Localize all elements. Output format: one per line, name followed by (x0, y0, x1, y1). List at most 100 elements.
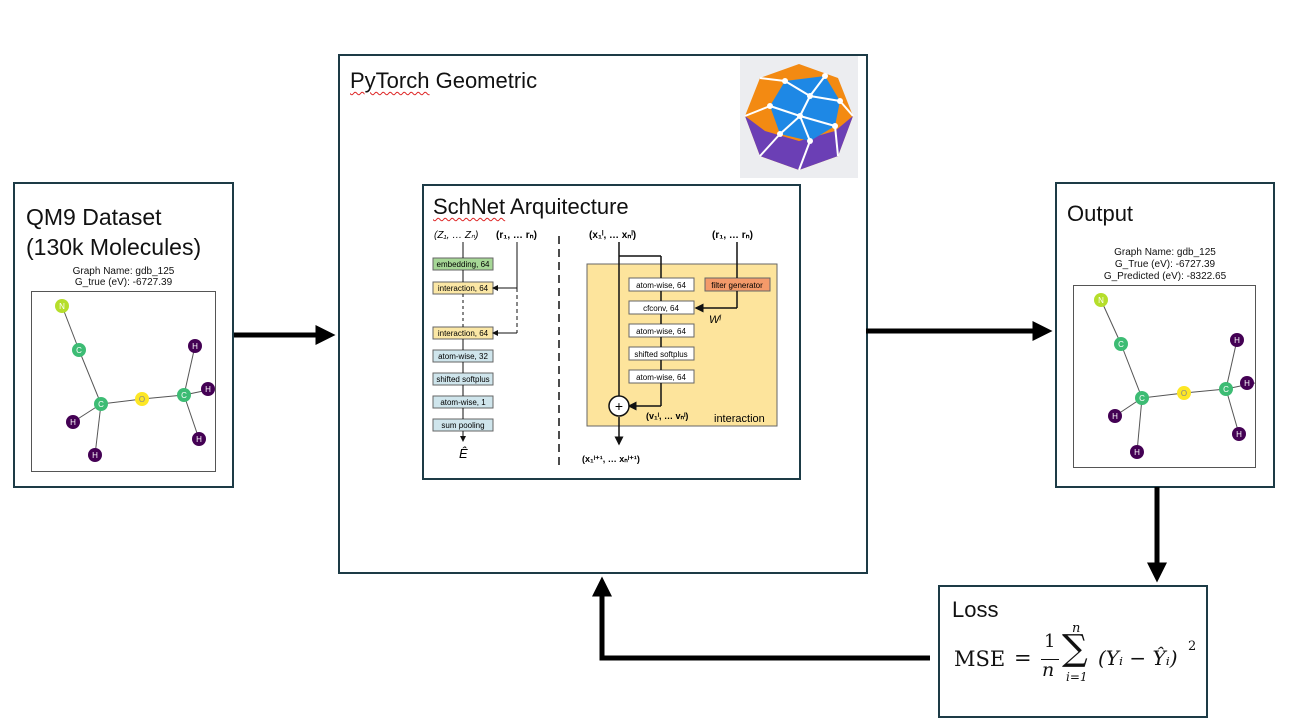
schnet-title: SchNet Arquitecture (433, 194, 629, 220)
atom-h (1230, 333, 1244, 347)
atom-o (1177, 386, 1191, 400)
atom-h (1108, 409, 1122, 423)
svg-text:N: N (59, 302, 65, 311)
mse-equals: = (1014, 646, 1032, 670)
output-g-predicted: G_Predicted (eV): -8322.65 (1103, 271, 1227, 282)
atom-h (88, 448, 102, 462)
atom-h (188, 339, 202, 353)
atom-c (1114, 337, 1128, 351)
atom-c (72, 343, 86, 357)
dataset-molecule-graph: N C C O C H H H H H (55, 299, 215, 462)
output-box: Output Graph Name: gdb_125 G_True (eV): … (1055, 182, 1275, 488)
output-molecule-plot: N C C O C H H H H H (1073, 285, 1256, 468)
pyg-title-geometric: Geometric (429, 68, 538, 93)
svg-text:N: N (1098, 296, 1104, 305)
pyg-logo-icon (744, 64, 854, 171)
svg-text:atom-wise, 1: atom-wise, 1 (440, 398, 486, 407)
schnet-box: SchNet Arquitecture (Z₁, … Zₙ) (r₁, … rₙ… (422, 184, 801, 480)
svg-text:O: O (1181, 389, 1187, 398)
svg-text:atom-wise, 64: atom-wise, 64 (636, 373, 686, 382)
output-graph-name: Graph Name: gdb_125 (1114, 247, 1216, 258)
schnet-title-schnet: SchNet (433, 194, 506, 219)
svg-text:H: H (196, 435, 202, 444)
atom-h (1232, 427, 1246, 441)
loss-title: Loss (952, 597, 999, 622)
atom-n (55, 299, 69, 313)
dataset-molecule-plot: N C C O C H H H H H (31, 291, 216, 472)
svg-text:interaction, 64: interaction, 64 (438, 329, 489, 338)
svg-text:shifted softplus: shifted softplus (634, 350, 687, 359)
output-title: Output (1067, 201, 1134, 226)
output-molecule-graph: N C C O C H H H H H (1094, 293, 1256, 459)
schnet-right-input-r: (r₁, … rₙ) (712, 230, 753, 241)
svg-text:C: C (1118, 340, 1124, 349)
svg-text:H: H (1236, 430, 1242, 439)
atom-h (192, 432, 206, 446)
svg-text:H: H (1244, 379, 1250, 388)
atom-h (1130, 445, 1144, 459)
dataset-title-line1: QM9 Dataset (26, 204, 162, 230)
pyg-title-pytorch: PyTorch (350, 68, 430, 93)
sum-bottom: i=1 (1066, 670, 1088, 684)
atom-h (66, 415, 80, 429)
svg-text:cfconv, 64: cfconv, 64 (643, 304, 679, 313)
sum-top: n (1072, 621, 1081, 636)
interaction-label: interaction (714, 413, 765, 425)
atom-c (177, 388, 191, 402)
atom-c (1135, 391, 1149, 405)
svg-text:C: C (76, 346, 82, 355)
v-label: (v₁ˡ, … vₙˡ) (646, 411, 688, 421)
svg-text:H: H (192, 342, 198, 351)
svg-text:filter generator: filter generator (711, 281, 763, 290)
atom-c (94, 397, 108, 411)
atom-n (1094, 293, 1108, 307)
schnet-left-input-r: (r₁, … rₙ) (496, 230, 537, 241)
svg-text:H: H (1112, 412, 1118, 421)
svg-text:atom-wise, 64: atom-wise, 64 (636, 281, 686, 290)
svg-text:sum pooling: sum pooling (441, 421, 484, 430)
atom-h (201, 382, 215, 396)
schnet-energy: Ê (459, 446, 468, 461)
atom-h (1240, 376, 1254, 390)
svg-text:H: H (1234, 336, 1240, 345)
mse-formula: MSE = 1 n n ∑ i=1 (Yᵢ − Ŷᵢ) 2 (954, 621, 1204, 715)
frac-bar (1041, 659, 1059, 660)
w-label: Wˡ (709, 314, 721, 326)
pyg-logo (740, 56, 858, 178)
svg-text:H: H (70, 418, 76, 427)
atom-o (135, 392, 149, 406)
svg-text:C: C (1223, 385, 1229, 394)
svg-text:H: H (205, 385, 211, 394)
svg-text:interaction, 64: interaction, 64 (438, 284, 489, 293)
sum-body: (Yᵢ − Ŷᵢ) (1098, 646, 1178, 670)
dataset-graph-name: Graph Name: gdb_125 (72, 266, 175, 277)
svg-text:C: C (98, 400, 104, 409)
dataset-box: QM9 Dataset (130k Molecules) Graph Name:… (13, 182, 234, 488)
frac-numerator: 1 (1044, 631, 1056, 652)
dataset-title: QM9 Dataset (130k Molecules) (26, 202, 201, 262)
atom-c (1219, 382, 1233, 396)
arrow-loss-to-pyg (592, 576, 930, 661)
loss-box: Loss MSE = 1 n n ∑ i=1 (Yᵢ − Ŷᵢ) 2 (938, 585, 1208, 718)
svg-text:C: C (1139, 394, 1145, 403)
svg-text:C: C (181, 391, 187, 400)
pyg-box: PyTorch Geometric Sch (338, 54, 868, 574)
sum-node: + (615, 398, 623, 414)
dataset-g-true: G_true (eV): -6727.39 (74, 277, 173, 288)
svg-text:shifted softplus: shifted softplus (436, 375, 489, 384)
schnet-left-input: (Z₁, … Zₙ) (434, 230, 478, 241)
frac-denominator: n (1042, 659, 1055, 681)
svg-text:H: H (1134, 448, 1140, 457)
svg-text:atom-wise, 64: atom-wise, 64 (636, 327, 686, 336)
svg-text:embedding, 64: embedding, 64 (437, 260, 490, 269)
schnet-right-input-x: (x₁ˡ, … xₙˡ) (589, 230, 636, 241)
svg-text:H: H (92, 451, 98, 460)
output-x-label: (x₁ˡ⁺¹, … xₙˡ⁺¹) (582, 454, 640, 464)
svg-text:atom-wise, 32: atom-wise, 32 (438, 352, 488, 361)
svg-text:O: O (139, 395, 145, 404)
output-g-true: G_True (eV): -6727.39 (1114, 259, 1216, 270)
power: 2 (1188, 639, 1197, 654)
dataset-title-line2: (130k Molecules) (26, 234, 202, 260)
schnet-title-arquitecture: Arquitecture (505, 194, 629, 219)
